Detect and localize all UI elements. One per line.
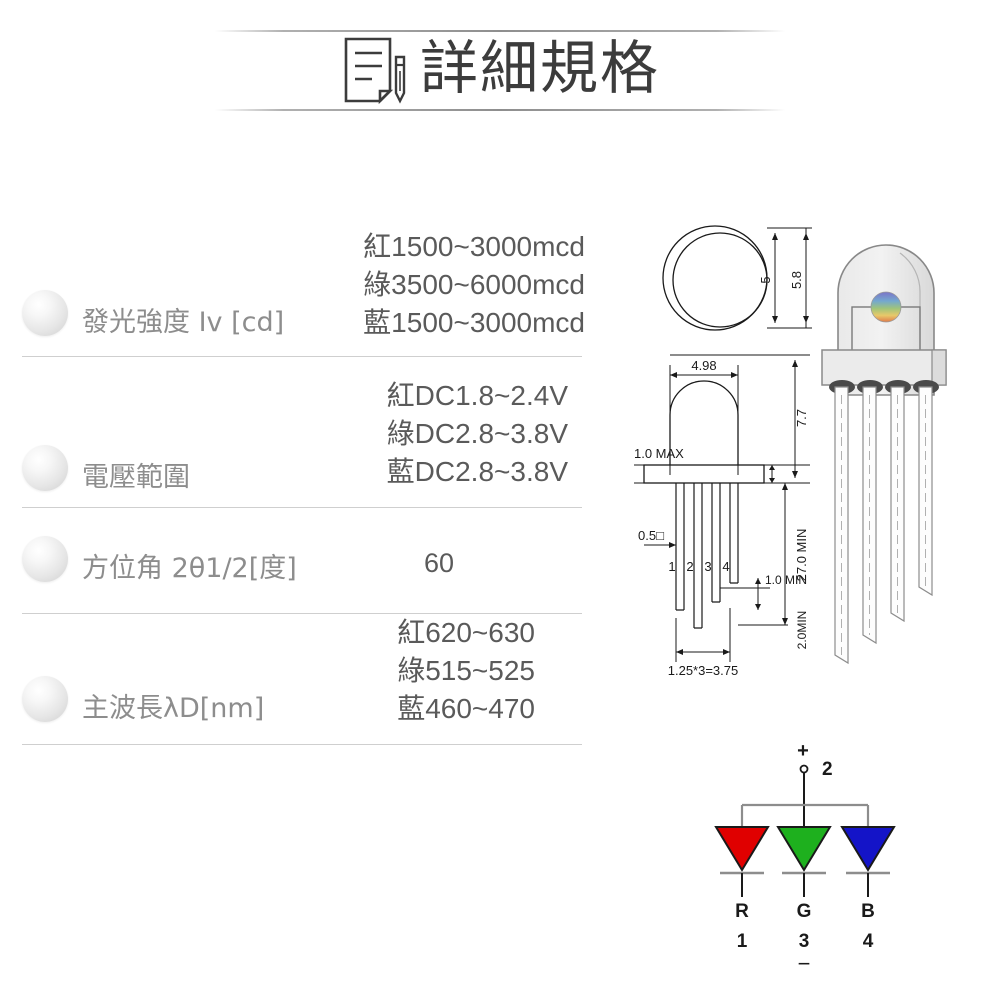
circuit-plus-label: + [797,745,809,762]
dim-lead-min: 1.0 MIN [765,573,807,587]
spec-row-angle: 方位角 2θ1/2[度] 60 [22,508,582,614]
dim-body-height: 7.7 [794,409,809,427]
spec-values-voltage: 紅DC1.8~2.4V 綠DC2.8~3.8V 藍DC2.8~3.8V [387,377,568,491]
pin-number-1: 1 [668,559,675,574]
led-leads [834,386,933,665]
diode-red-letter: R [735,901,749,922]
top-view-inner-circle [672,232,768,328]
bullet-sphere-icon [22,445,68,491]
title-rule-bottom [215,109,785,111]
bullet-sphere-icon [22,290,68,336]
led-illustration [821,244,947,665]
technical-drawing: 5 5.8 [634,225,812,678]
spec-value: 紅DC1.8~2.4V [386,380,568,411]
diode-blue [840,826,896,872]
spec-value: 藍460~470 [397,693,535,724]
page-title: 詳細規格 [419,34,660,102]
spec-value: 60 [423,548,454,578]
diode-green-letter: G [797,901,812,922]
dim-body-width: 4.98 [691,358,716,373]
spec-value: 藍DC2.8~3.8V [386,456,568,487]
diode-red [714,826,770,872]
circuit-minus-label: − [798,951,811,975]
diode-red-pin: 1 [737,931,748,952]
spec-value: 藍1500~3000mcd [363,307,585,338]
spec-value: 綠DC2.8~3.8V [386,418,568,449]
spec-label-angle: 方位角 2θ1/2[度] [82,553,297,584]
dim-lead-square: 0.5□ [638,528,664,543]
circuit-anode-pin: 2 [822,759,833,780]
spec-value: 紅620~630 [397,617,535,648]
dim-lead-min2: 2.0MIN [795,611,809,650]
spec-values-angle: 60 [424,544,454,582]
bullet-sphere-icon [22,676,68,722]
spec-label-wavelength: 主波長λD[nm] [82,693,265,724]
diode-green-pin: 3 [799,931,810,952]
dim-flange: 1.0 MAX [634,446,684,461]
dim-top-inner: 5 [758,276,773,283]
dim-pitch: 1.25*3=3.75 [668,663,738,678]
diode-green [776,826,832,872]
spec-value: 綠515~525 [397,655,535,686]
spec-values-intensity: 紅1500~3000mcd 綠3500~6000mcd 藍1500~3000mc… [363,228,585,342]
circuit-diagram: + 2 R 1 G 3 B 4 − [714,745,896,975]
spec-values-wavelength: 紅620~630 綠515~525 藍460~470 [397,614,535,728]
document-pen-icon [344,37,406,105]
bullet-sphere-icon [22,536,68,582]
spec-row-wavelength: 主波長λD[nm] 紅620~630 綠515~525 藍460~470 [22,614,582,745]
spec-value: 紅1500~3000mcd [363,231,585,262]
pin-number-4: 4 [722,559,729,574]
spec-label-voltage: 電壓範圍 [82,462,190,493]
title-row: 詳細規格 [0,26,1000,110]
title-band: 詳細規格 [0,0,1000,130]
pin-number-3: 3 [704,559,711,574]
spec-row-intensity: 發光強度 Iv [cd] 紅1500~3000mcd 綠3500~6000mcd… [22,228,585,357]
spec-value: 綠3500~6000mcd [363,269,585,300]
dim-lead-length: 27.0 MIN [794,529,809,582]
spec-label-intensity: 發光強度 Iv [cd] [82,307,285,338]
led-flange [821,349,947,386]
spec-table: 發光強度 Iv [cd] 紅1500~3000mcd 綠3500~6000mcd… [22,228,585,745]
rgb-chip-icon [870,291,902,323]
anode-terminal-icon [799,764,809,774]
title-rule-top [215,30,785,32]
diode-blue-letter: B [861,901,875,922]
diode-blue-pin: 4 [863,931,874,952]
dim-top-outer: 5.8 [789,271,804,289]
pin-number-2: 2 [686,559,693,574]
spec-row-voltage: 電壓範圍 紅DC1.8~2.4V 綠DC2.8~3.8V 藍DC2.8~3.8V [22,357,582,508]
